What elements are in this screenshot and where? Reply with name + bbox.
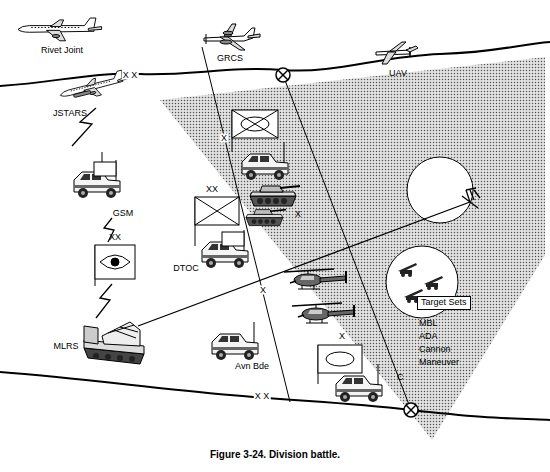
aircraft — [376, 42, 418, 64]
target-sets-box: Target Sets — [417, 296, 471, 310]
vehicle-label: GSM — [113, 209, 134, 218]
ground-vehicles — [246, 210, 286, 226]
mlrs-launcher — [117, 355, 123, 361]
aircraft — [58, 69, 131, 105]
aircraft — [58, 69, 131, 105]
aircraft-label: GRCS — [217, 54, 243, 63]
boundary-marker: X X — [122, 71, 139, 80]
boundary-marker: X X — [254, 392, 271, 401]
ground-vehicles — [74, 152, 120, 198]
unit-symbols — [232, 110, 278, 138]
unit-symbols — [232, 110, 278, 138]
radar-target — [470, 190, 474, 200]
boundary-lines — [0, 42, 550, 420]
radar-target — [466, 190, 470, 202]
artillery-targets — [398, 263, 417, 277]
ground-vehicles — [222, 232, 244, 246]
mlrs-launcher — [93, 353, 99, 359]
unit-symbols — [318, 345, 362, 373]
data-links — [72, 108, 114, 318]
unit-symbols — [195, 197, 239, 225]
echelon-marker: X — [339, 332, 345, 341]
unit-symbols — [326, 352, 354, 366]
target-set-item: C — [397, 373, 404, 382]
target-set-item: Cannon — [419, 345, 451, 354]
phase-markers — [276, 68, 418, 417]
unit-symbols — [195, 197, 239, 225]
aircraft-label: Rivet Joint — [41, 46, 83, 55]
aircraft — [18, 18, 102, 41]
vehicle-label: DTOC — [173, 264, 198, 273]
unit-symbols — [95, 110, 362, 384]
unit-symbols — [111, 258, 119, 266]
ground-vehicles — [102, 152, 103, 162]
echelon-marker: XX — [206, 185, 218, 194]
mlrs-launcher — [108, 325, 134, 333]
mlrs-launcher — [114, 330, 136, 338]
mlrs-launcher — [84, 322, 144, 364]
ground-vehicles — [202, 230, 248, 268]
phase-markers — [406, 405, 416, 415]
boundary-lines — [0, 372, 550, 420]
vehicle-label: Avn Bde — [235, 362, 269, 371]
aircraft-label: UAV — [389, 69, 407, 78]
phase-markers — [278, 70, 288, 80]
fire-line — [138, 202, 470, 326]
radar-target — [462, 188, 480, 208]
node-text: Target Sets — [421, 298, 467, 308]
ground-vehicles — [292, 303, 354, 323]
ground-vehicles — [202, 230, 248, 268]
boundary-marker: X — [259, 286, 267, 295]
artillery-targets — [424, 276, 443, 290]
ground-vehicles — [284, 269, 346, 289]
unit-symbols — [232, 110, 278, 138]
mlrs-launcher — [84, 326, 98, 344]
mlrs-launcher — [105, 354, 111, 360]
echelon-marker: XX — [109, 233, 121, 242]
unit-symbols — [241, 117, 269, 131]
mlrs-launcher — [129, 356, 135, 362]
figure-caption: Figure 3-24. Division battle. — [210, 450, 340, 460]
ground-vehicles — [242, 142, 288, 180]
phase-markers — [404, 403, 418, 417]
ground-vehicles — [74, 142, 382, 402]
target-area — [160, 57, 545, 440]
phase-markers — [276, 68, 290, 82]
target-set-item: ADA — [419, 332, 438, 341]
phase-markers — [406, 405, 416, 415]
target-circles — [386, 157, 473, 318]
unit-symbols — [95, 245, 135, 279]
vehicle-label: MLRS — [53, 342, 78, 351]
ground-vehicles — [212, 322, 258, 360]
target-set-item: Maneuver — [419, 358, 459, 367]
ground-vehicles — [250, 186, 300, 206]
unit-symbols — [195, 197, 239, 225]
aircraft — [204, 24, 260, 50]
data-links — [96, 284, 112, 318]
aircraft — [18, 18, 418, 105]
radar-target — [474, 190, 480, 198]
echelon-marker: X — [295, 210, 301, 219]
aircraft — [73, 90, 91, 97]
mlrs-launcher — [120, 327, 138, 332]
aircraft-label: JSTARS — [53, 109, 87, 118]
ground-vehicles — [94, 162, 116, 176]
boundary-lines — [0, 42, 550, 86]
boundary-marker: X — [220, 134, 228, 143]
mlrs-launcher — [102, 322, 140, 346]
phase-markers — [278, 70, 288, 80]
boundary-lines — [283, 75, 411, 410]
unit-symbols — [100, 255, 130, 269]
ground-vehicles — [74, 160, 120, 198]
target-area — [160, 57, 545, 440]
fire-line — [138, 188, 480, 326]
radar-target — [466, 188, 476, 190]
target-set-item: MBL — [419, 319, 438, 328]
